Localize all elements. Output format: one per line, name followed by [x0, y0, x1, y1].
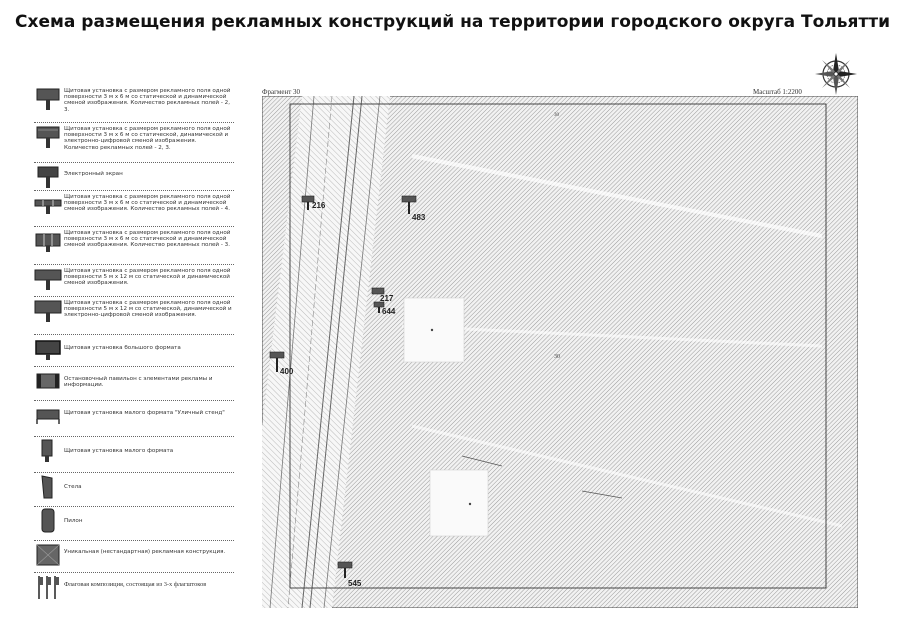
fragment-frame — [289, 103, 827, 589]
road-edge — [323, 96, 381, 608]
legend-item: Уникальная (нестандартная) рекламная кон… — [34, 540, 234, 573]
road-lane-line — [309, 96, 363, 608]
legend-text: Щитовая установка с размером рекламного … — [64, 126, 231, 151]
legend-item: Щитовая установка малого формата — [34, 436, 234, 473]
page-title: Схема размещения рекламных конструкций н… — [15, 12, 890, 32]
legend-item: Щитовая установка с размером рекламного … — [34, 122, 234, 163]
sign-number: 545 — [348, 579, 362, 588]
billboard-marker-545[interactable]: 545 — [337, 561, 362, 588]
sign-number: 400 — [280, 367, 294, 376]
sign-number: 217 — [380, 294, 394, 303]
legend-text: Остановочный павильон с элементами рекла… — [64, 376, 213, 389]
unique-structure-icon — [36, 544, 60, 566]
sign-number: 216 — [312, 201, 326, 210]
legend-item: Щитовая установка большого формата — [34, 334, 234, 367]
legend-text: Щитовая установка с размером рекламного … — [64, 268, 231, 287]
road-lane-line — [301, 96, 355, 608]
map-canvas[interactable]: 30 30 216 483 217 644 400 545 — [262, 96, 858, 608]
billboard-four-icon — [34, 199, 62, 214]
scale-label: Масштаб 1:2200 — [753, 88, 802, 96]
small-format-icon — [41, 439, 53, 462]
legend-item: Пилон — [34, 506, 234, 541]
legend-text: Уникальная (нестандартная) рекламная кон… — [64, 549, 226, 555]
stele-icon — [41, 475, 53, 499]
legend-text: Стела — [64, 484, 82, 490]
legend-item: Остановочный павильон с элементами рекла… — [34, 366, 234, 401]
road-corridor — [262, 96, 390, 608]
billboard-marker-400[interactable]: 400 — [269, 351, 294, 376]
billboard-marker-216[interactable]: 216 — [301, 195, 326, 210]
legend-text: Флаговая композиция, состоящая из 3-х фл… — [64, 581, 207, 588]
road-lane-line — [287, 96, 333, 608]
city-board-icon — [36, 409, 60, 424]
legend-text: Пилон — [64, 518, 83, 524]
fragment-number-top: 30 — [554, 113, 560, 118]
legend-item: Щитовая установка с размером рекламного … — [34, 264, 234, 297]
legend-item: Щитовая установка с размером рекламного … — [34, 84, 234, 123]
bus-stop-icon — [36, 373, 60, 389]
billboard-large-icon — [34, 269, 62, 290]
legend-item: Флаговая композиция, состоящая из 3-х фл… — [34, 572, 234, 602]
billboard-marker-644[interactable]: 644 — [373, 301, 396, 316]
legend-item: Щитовая установка малого формата "Уличны… — [34, 400, 234, 437]
legend-item: Электронный экран — [34, 162, 234, 191]
fragment-label: Фрагмент 30 — [262, 88, 301, 96]
road-edge — [269, 96, 315, 608]
fragment-number: 30 — [554, 354, 560, 360]
legend-item: Стела — [34, 472, 234, 507]
billboard-digital-icon — [36, 126, 60, 148]
billboard-single-icon — [36, 88, 60, 110]
legend-text: Щитовая установка малого формата "Уличны… — [64, 410, 225, 416]
legend-text: Щитовая установка с размером рекламного … — [64, 88, 231, 113]
legend-text: Щитовая установка малого формата — [64, 448, 174, 454]
billboard-three-icon — [35, 233, 61, 252]
compass-rose-icon — [815, 53, 857, 95]
building-footprint — [403, 297, 465, 363]
legend-text: Щитовая установка с размером рекламного … — [64, 230, 231, 249]
pylon-icon — [41, 508, 55, 533]
big-format-icon — [35, 340, 61, 360]
legend-text: Щитовая установка с размером рекламного … — [64, 300, 232, 319]
sign-number: 644 — [382, 307, 396, 316]
building-footprint — [429, 469, 489, 537]
flag-composition-icon — [38, 576, 59, 599]
billboard-marker-217[interactable]: 217 — [371, 287, 394, 303]
sign-number: 483 — [412, 213, 426, 222]
legend-item: Щитовая установка с размером рекламного … — [34, 296, 234, 335]
legend-text: Щитовая установка с размером рекламного … — [64, 194, 231, 213]
legend-text: Электронный экран — [64, 171, 123, 177]
legend-text: Щитовая установка большого формата — [64, 345, 181, 351]
billboard-large-digital-icon — [34, 300, 62, 322]
legend-item: Щитовая установка с размером рекламного … — [34, 190, 234, 227]
billboard-marker-483[interactable]: 483 — [401, 195, 426, 222]
electronic-screen-icon — [37, 166, 59, 188]
legend-item: Щитовая установка с размером рекламного … — [34, 226, 234, 265]
